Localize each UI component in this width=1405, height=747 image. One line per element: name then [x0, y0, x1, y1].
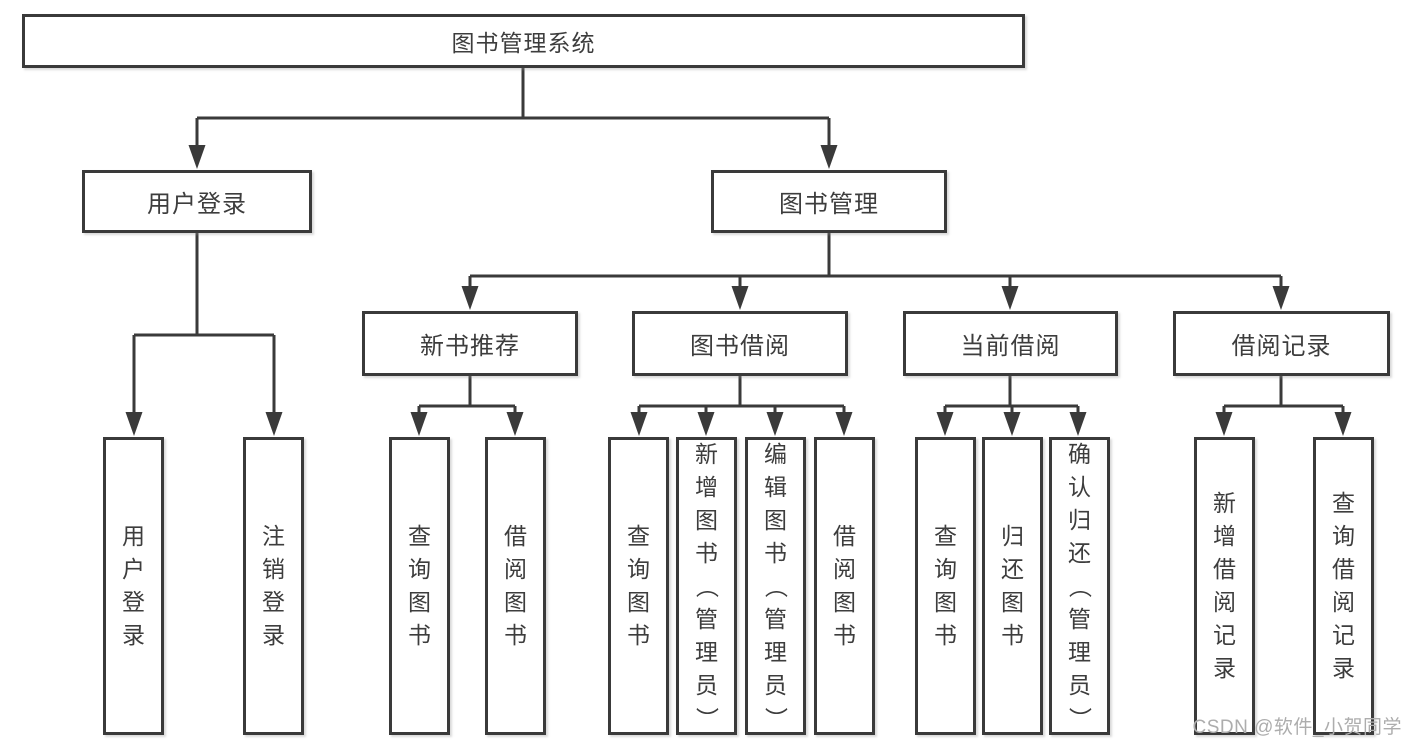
- leaf-confirm-return-admin: 确认归还（管理员）: [1049, 437, 1110, 735]
- leaf-borrow-books: 借阅图书: [814, 437, 875, 735]
- node-root-library-system: 图书管理系统: [22, 14, 1025, 68]
- leaf-edit-books-admin: 编辑图书（管理员）: [745, 437, 806, 735]
- leaf-return-books: 归还图书: [982, 437, 1043, 735]
- connector-new-book-to-leaves: [410, 376, 524, 436]
- node-new-book-recommend: 新书推荐: [362, 311, 578, 376]
- node-borrow-records: 借阅记录: [1173, 311, 1390, 376]
- node-book-borrow: 图书借阅: [632, 311, 848, 376]
- connector-root-to-level1: [188, 68, 838, 169]
- leaf-add-borrow-record: 新增借阅记录: [1194, 437, 1255, 735]
- node-user-login: 用户登录: [82, 170, 312, 233]
- leaf-query-books-borrow: 查询图书: [608, 437, 669, 735]
- connector-current-borrow-to-leaves: [936, 376, 1087, 436]
- node-book-management: 图书管理: [711, 170, 947, 233]
- connector-book-borrow-to-leaves: [630, 376, 853, 436]
- leaf-add-books-admin: 新增图书（管理员）: [676, 437, 737, 735]
- node-current-borrow: 当前借阅: [903, 311, 1118, 376]
- connector-book-management-to-level2: [461, 233, 1290, 310]
- leaf-user-login: 用户登录: [103, 437, 164, 735]
- leaf-query-borrow-record: 查询借阅记录: [1313, 437, 1374, 735]
- leaf-borrow-books-recommend: 借阅图书: [485, 437, 546, 735]
- connector-user-login-to-leaves: [125, 233, 283, 436]
- leaf-query-books-current: 查询图书: [915, 437, 976, 735]
- csdn-watermark: CSDN @软件_小贺同学: [1192, 717, 1402, 738]
- leaf-query-books-recommend: 查询图书: [389, 437, 450, 735]
- leaf-logout-login: 注销登录: [243, 437, 304, 735]
- connector-borrow-records-to-leaves: [1215, 376, 1352, 436]
